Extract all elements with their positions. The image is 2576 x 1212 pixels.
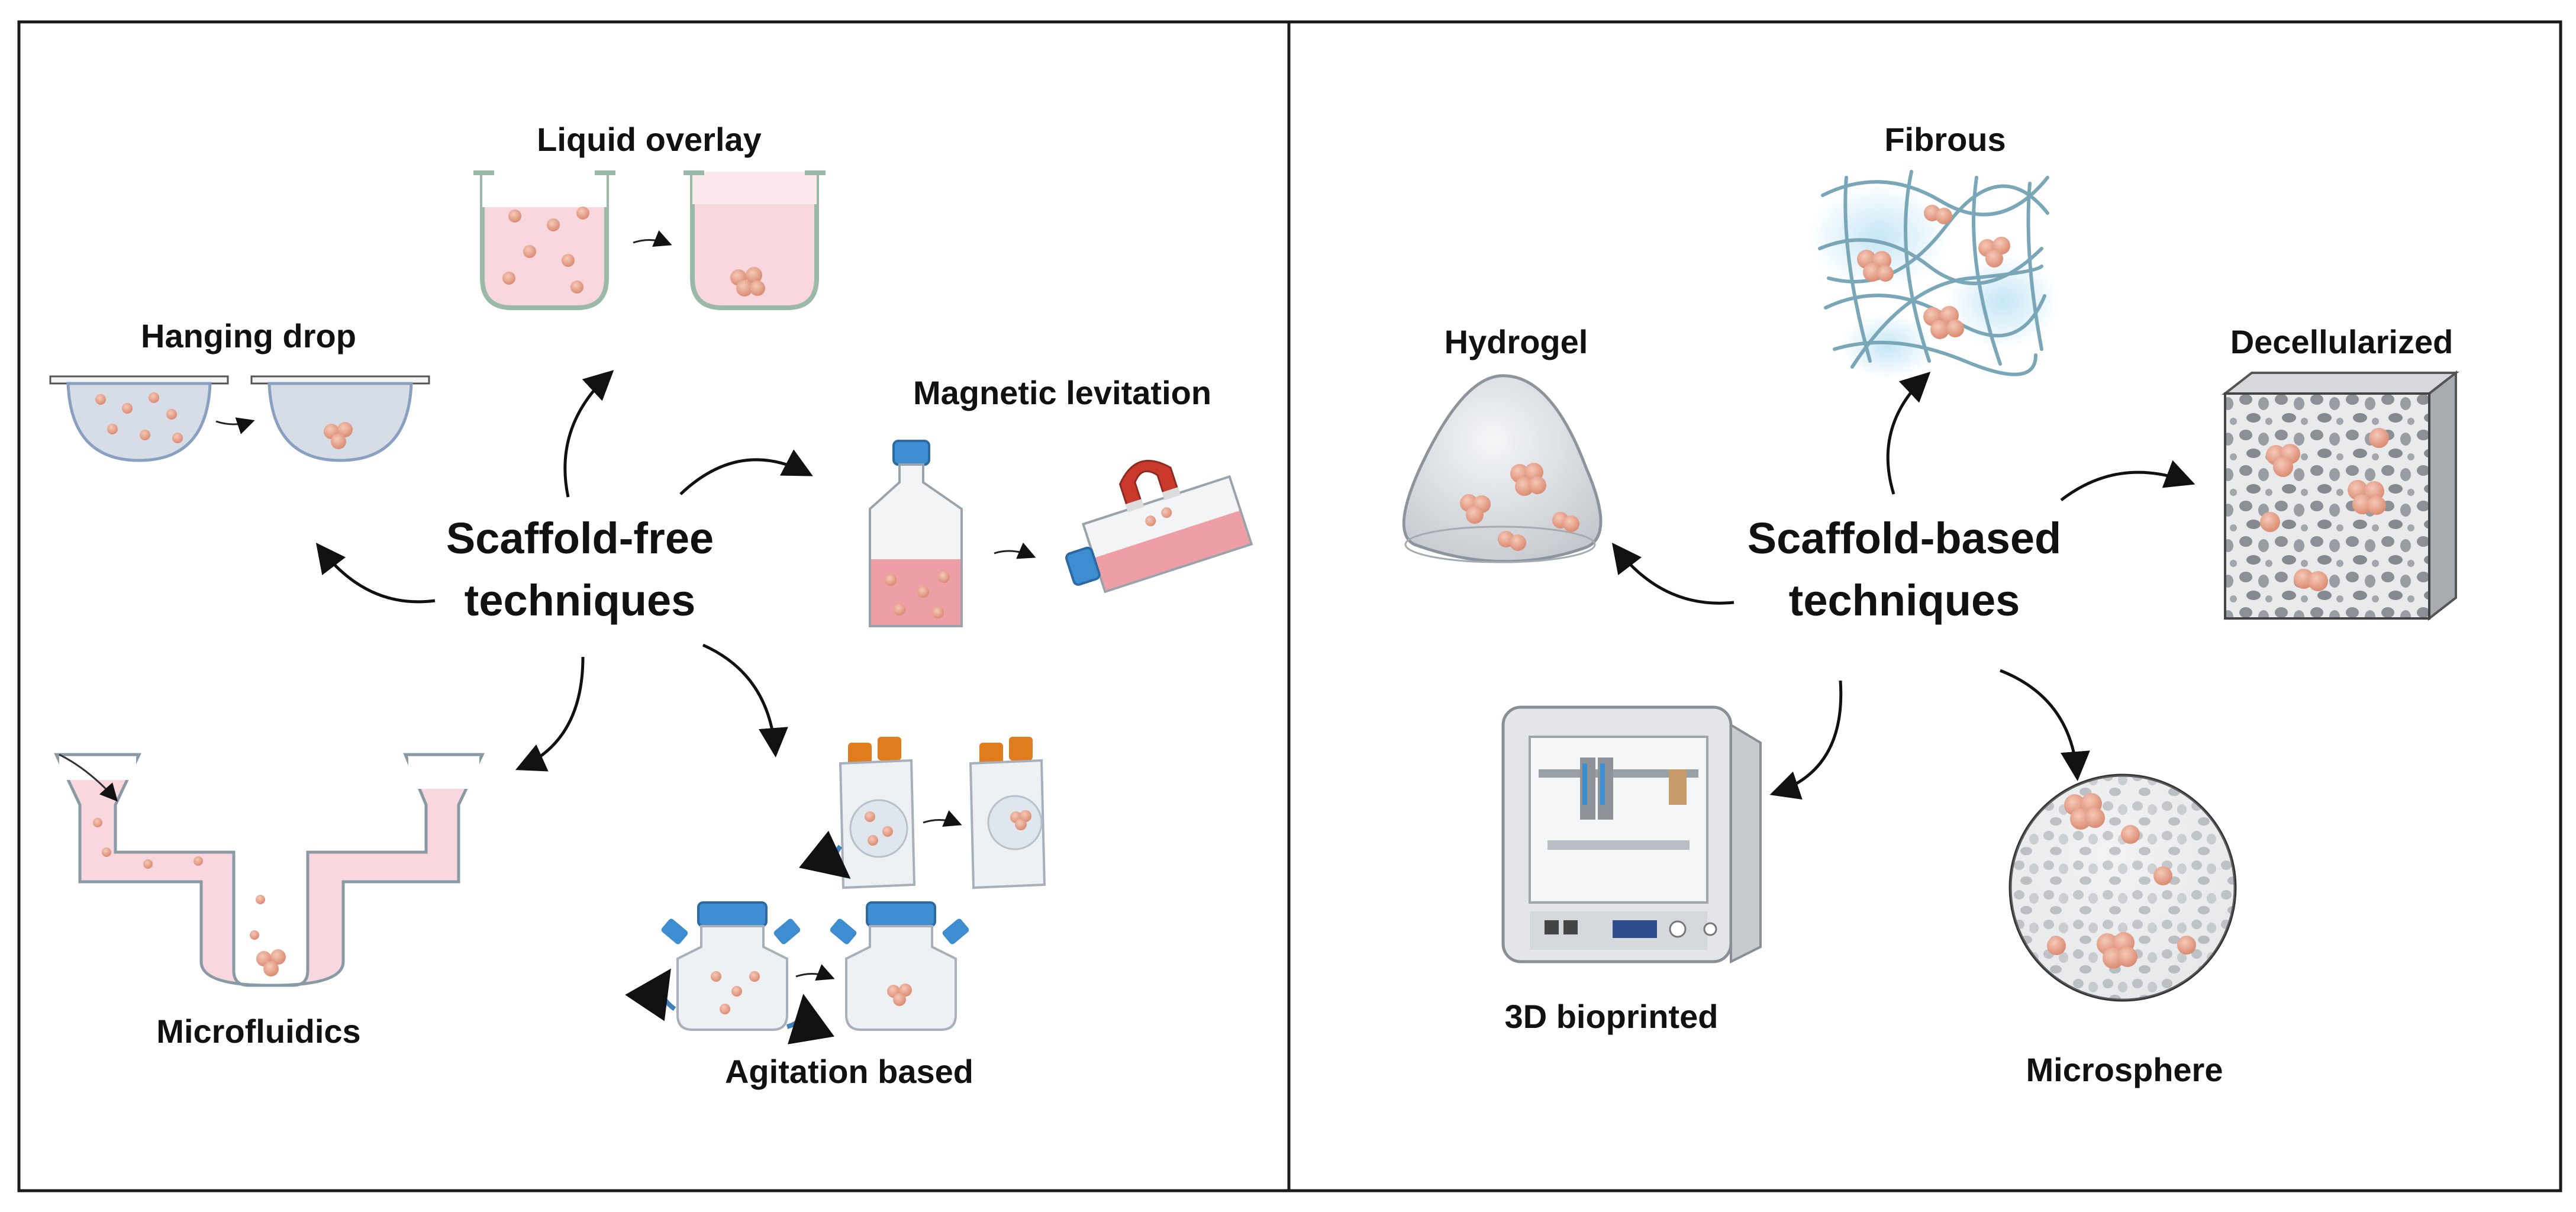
- arrow-to-decellularized: [2060, 460, 2195, 501]
- scaffold-based-arrows: [1611, 372, 2195, 800]
- label-hanging-drop: Hanging drop: [141, 317, 356, 354]
- panel-scaffold-based: Scaffold-based techniques: [1402, 121, 2459, 1088]
- label-fibrous: Fibrous: [1884, 121, 2006, 158]
- arrow-to-hydrogel: [1611, 543, 1734, 605]
- arrow-to-liquid-overlay: [563, 370, 614, 498]
- decellularized-illustration: [2222, 370, 2459, 621]
- microfluidics-illustration: [54, 753, 485, 987]
- magnetic-levitation-illustration: [869, 440, 1253, 627]
- arrow-to-3d-bioprinted: [1769, 680, 1843, 800]
- arrow-to-fibrous: [1886, 372, 1931, 495]
- label-microsphere: Microsphere: [2026, 1051, 2223, 1088]
- bioprinter-illustration: [1501, 705, 1762, 964]
- label-decellularized: Decellularized: [2230, 323, 2454, 360]
- arrow-to-microfluidics: [515, 656, 585, 772]
- label-3d-bioprinted: 3D bioprinted: [1505, 998, 1719, 1035]
- arrow-to-agitation-based: [702, 643, 788, 758]
- label-microfluidics: Microfluidics: [156, 1013, 360, 1050]
- label-hydrogel: Hydrogel: [1445, 323, 1588, 360]
- hydrogel-illustration: [1402, 374, 1603, 563]
- liquid-overlay-illustration: [473, 170, 826, 310]
- label-magnetic-levitation: Magnetic levitation: [913, 374, 1211, 411]
- arrow-to-magnetic-levitation: [679, 449, 813, 495]
- label-agitation-based: Agitation based: [725, 1053, 973, 1090]
- agitation-based-illustration: [625, 737, 1046, 1045]
- scaffold-based-title-line2: techniques: [1789, 576, 2020, 625]
- scaffold-based-title-line1: Scaffold-based: [1748, 514, 2061, 563]
- arrow-to-microsphere: [2000, 669, 2090, 781]
- scaffold-free-title-line1: Scaffold-free: [446, 514, 714, 563]
- scaffold-free-arrows: [315, 370, 813, 772]
- panel-scaffold-free: Scaffold-free techniques Liquid overlay: [49, 121, 1253, 1090]
- hanging-drop-illustration: [49, 375, 430, 462]
- fibrous-illustration: [1808, 170, 2059, 379]
- arrow-to-hanging-drop: [315, 543, 436, 604]
- scaffold-free-title-line2: techniques: [465, 576, 696, 625]
- label-liquid-overlay: Liquid overlay: [537, 121, 762, 158]
- microsphere-illustration: [2008, 773, 2237, 1002]
